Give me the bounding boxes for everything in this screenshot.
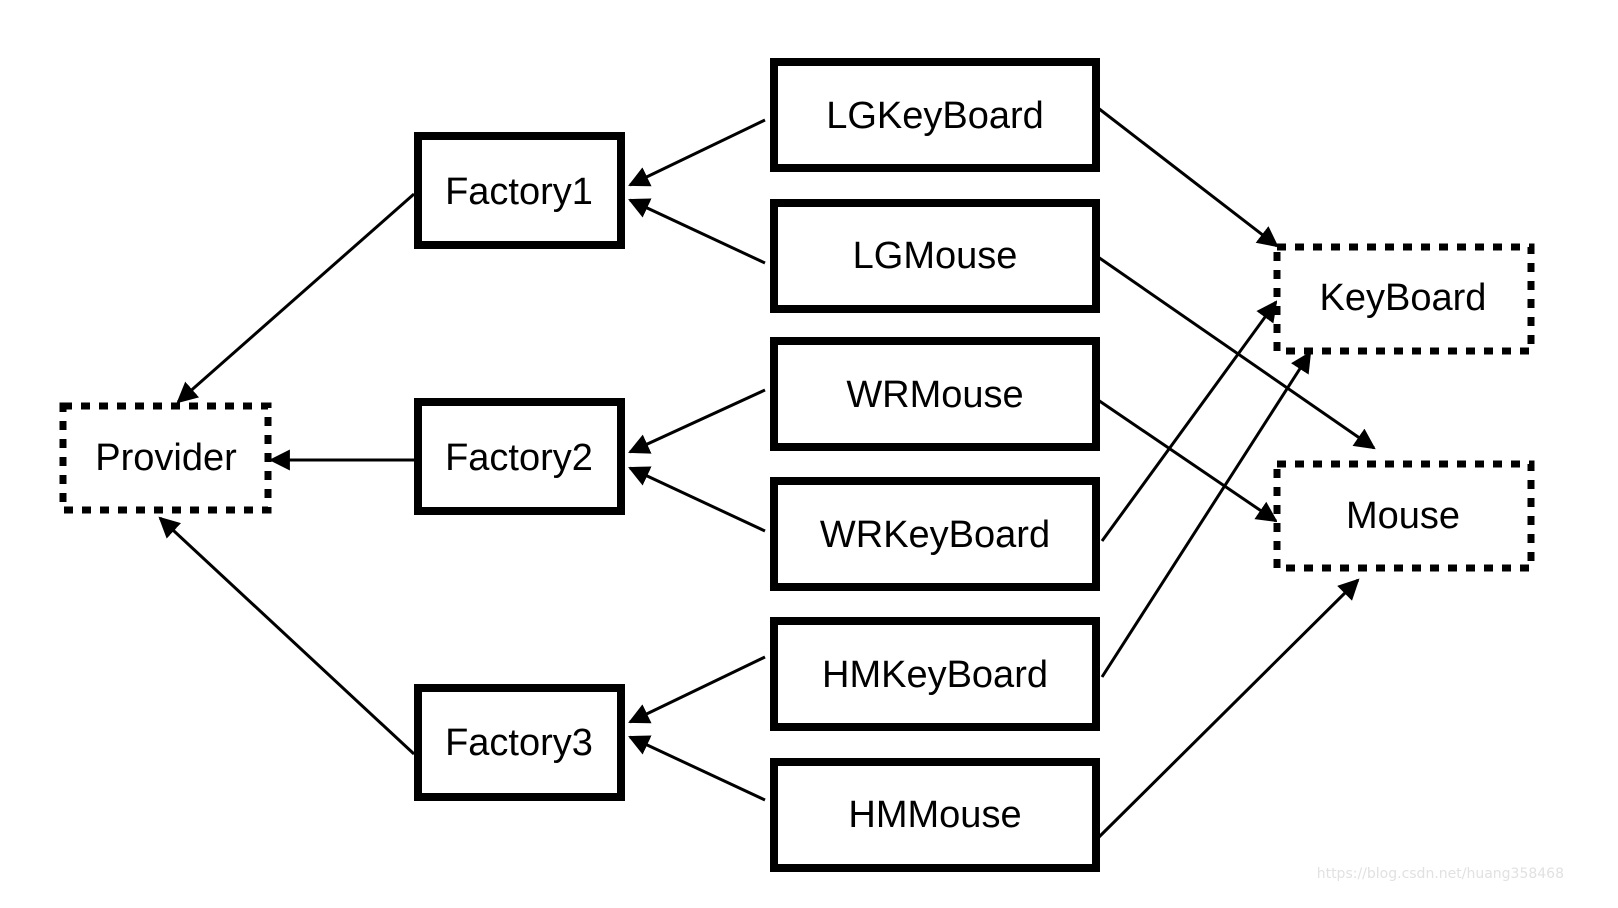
node-keyboard: KeyBoard bbox=[1273, 243, 1535, 355]
edge-lgmouse-to-mouse bbox=[1097, 255, 1376, 450]
node-lgmouse: LGMouse bbox=[770, 199, 1100, 313]
node-factory2: Factory2 bbox=[414, 398, 625, 515]
node-keyboard-label: KeyBoard bbox=[1320, 277, 1487, 319]
node-hmmouse-label: HMMouse bbox=[848, 794, 1021, 836]
edge-factory1-to-provider bbox=[176, 192, 415, 404]
node-hmkeyboard: HMKeyBoard bbox=[770, 617, 1100, 731]
edge-factory3-to-provider bbox=[158, 516, 416, 756]
node-lgkeyboard-label: LGKeyBoard bbox=[826, 95, 1044, 137]
edge-hmkeyboard-to-keyboard bbox=[1100, 351, 1312, 678]
watermark-text: https://blog.csdn.net/huang358468 bbox=[1316, 866, 1564, 882]
node-factory2-label: Factory2 bbox=[445, 437, 593, 479]
node-factory3: Factory3 bbox=[414, 684, 625, 801]
node-lgkeyboard: LGKeyBoard bbox=[770, 58, 1100, 172]
edge-layer bbox=[158, 106, 1376, 840]
node-hmmouse: HMMouse bbox=[770, 758, 1100, 872]
node-provider-label: Provider bbox=[95, 437, 237, 479]
edge-wrkeyboard-to-keyboard bbox=[1100, 300, 1278, 542]
node-factory3-label: Factory3 bbox=[445, 722, 593, 764]
node-wrmouse: WRMouse bbox=[770, 337, 1100, 451]
node-hmkeyboard-label: HMKeyBoard bbox=[822, 654, 1048, 696]
node-wrkeyboard: WRKeyBoard bbox=[770, 477, 1100, 591]
node-layer: Provider Factory1 Factory2 Factory3 LGKe… bbox=[59, 58, 1535, 872]
node-provider: Provider bbox=[59, 402, 272, 514]
edge-lgkeyboard-to-keyboard bbox=[1097, 106, 1279, 248]
node-mouse-label: Mouse bbox=[1346, 495, 1460, 537]
edge-wrkeyboard-to-factory2 bbox=[628, 466, 766, 533]
node-mouse: Mouse bbox=[1273, 460, 1535, 572]
edge-lgmouse-to-factory1 bbox=[628, 198, 766, 265]
node-factory1: Factory1 bbox=[414, 132, 625, 249]
node-lgmouse-label: LGMouse bbox=[853, 235, 1018, 277]
edge-wrmouse-to-mouse bbox=[1097, 398, 1278, 523]
edge-wrmouse-to-factory2 bbox=[628, 388, 766, 454]
edge-hmmouse-to-factory3 bbox=[628, 735, 766, 802]
node-wrkeyboard-label: WRKeyBoard bbox=[820, 514, 1050, 556]
node-factory1-label: Factory1 bbox=[445, 171, 593, 213]
edge-hmkeyboard-to-factory3 bbox=[628, 655, 766, 724]
node-wrmouse-label: WRMouse bbox=[846, 374, 1023, 416]
edge-lgkeyboard-to-factory1 bbox=[628, 118, 766, 187]
edge-hmmouse-to-mouse bbox=[1096, 578, 1360, 840]
